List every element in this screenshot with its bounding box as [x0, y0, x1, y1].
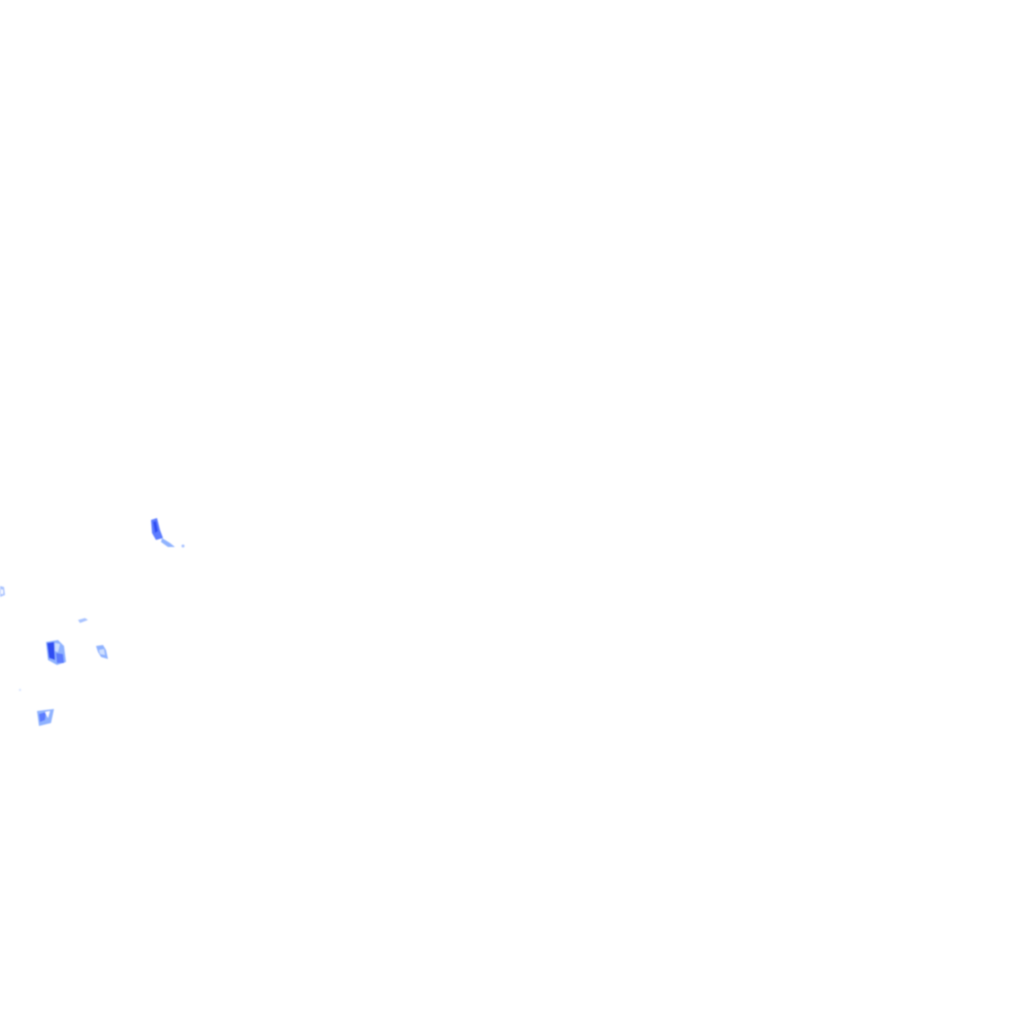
fragment-2: [0, 586, 5, 597]
fragment-7: [18, 688, 22, 692]
fragment-6: [37, 709, 54, 726]
fragment-1: [151, 518, 185, 548]
fragment-5: [96, 645, 108, 659]
fragment-4: [46, 640, 66, 665]
fragment-3: [78, 618, 88, 623]
